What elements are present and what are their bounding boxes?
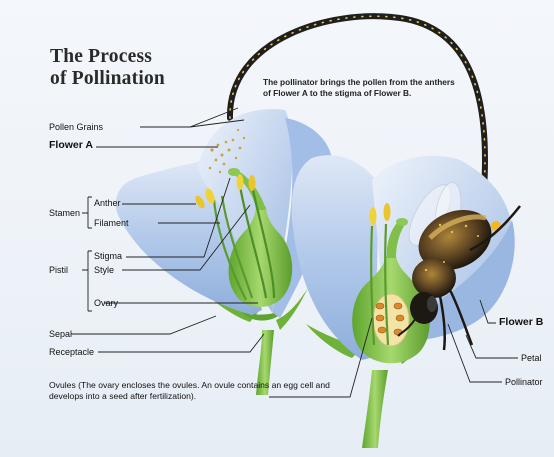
bee-antenna — [397, 317, 417, 337]
flower-a-anther-1 — [205, 188, 215, 204]
flower-a-filament-2 — [220, 195, 254, 299]
flight-path-arc — [226, 13, 488, 193]
bee-leg-1 — [448, 289, 474, 346]
diagram-title: The Process of Pollination — [50, 46, 165, 90]
leader-stamen-bracket — [82, 196, 92, 229]
bee-leg-3 — [469, 205, 521, 252]
label-pollinator: Pollinator — [505, 377, 543, 387]
label-petal: Petal — [521, 353, 542, 363]
flower-a-anther-2 — [195, 195, 205, 209]
flower-b-style — [386, 222, 404, 258]
flower-b-stem — [362, 370, 388, 448]
flower-b-anther-2 — [383, 203, 391, 221]
leader-stigma — [126, 177, 231, 258]
label-pistil: Pistil — [49, 265, 69, 275]
pollen-grains — [208, 128, 246, 174]
label-flower-a: Flower A — [49, 139, 93, 151]
title-line-1: The Process — [50, 46, 153, 67]
leader-flower-b — [479, 299, 496, 324]
label-sepal: Sepal — [49, 329, 73, 339]
flower-a-filament-1 — [212, 199, 247, 301]
label-stigma: Stigma — [94, 251, 123, 261]
bee-thorax — [412, 258, 456, 298]
title-line-2: of Pollination — [50, 68, 165, 89]
leader-petal — [465, 334, 518, 359]
bee-pollen-dust — [424, 223, 479, 272]
bee-pollinator — [397, 181, 521, 351]
flower-a-filament-3 — [238, 185, 268, 299]
flower-b-anther-1 — [369, 207, 377, 225]
flower-b-stigma — [396, 218, 408, 226]
label-anther: Anther — [94, 198, 121, 208]
bee-eye — [427, 296, 437, 312]
leader-ovules — [269, 317, 373, 398]
flower-a-anther-4 — [248, 175, 256, 191]
bee-leg-2 — [438, 295, 447, 351]
bee-abdomen — [418, 209, 492, 271]
flower-a-receptacle — [240, 306, 286, 321]
label-ovary: Ovary — [94, 298, 119, 308]
flower-a-ovary — [228, 206, 293, 307]
label-pollen-grains: Pollen Grains — [49, 122, 104, 132]
flower-a-style — [236, 172, 266, 210]
flower-b-sepal-left — [306, 324, 362, 358]
label-filament: Filament — [94, 218, 129, 228]
flower-a-stem — [256, 330, 274, 395]
flower-b-filament-2 — [384, 223, 390, 346]
flower-b-filament-1 — [370, 225, 376, 346]
label-stamen: Stamen — [49, 208, 81, 218]
flower-a-petal-left — [115, 160, 262, 315]
leader-style — [122, 204, 251, 271]
label-style: Style — [94, 265, 115, 275]
leader-receptacle — [98, 333, 265, 353]
leader-sepal — [71, 315, 217, 335]
flower-a-filament-4 — [250, 185, 276, 299]
label-ovules: Ovules (The ovary encloses the ovules. A… — [49, 380, 330, 401]
flower-a-sepal-right — [276, 288, 308, 330]
label-flower-b: Flower B — [499, 316, 544, 328]
leader-lines — [71, 107, 518, 398]
leader-pistil-bracket — [82, 250, 92, 312]
label-receptacle: Receptacle — [49, 347, 95, 357]
leader-pollinator — [447, 323, 502, 383]
flower-a-anther-3 — [236, 174, 244, 190]
flower-b — [291, 155, 515, 448]
pollination-caption: The pollinator brings the pollen from th… — [263, 77, 455, 98]
bee-stripe — [428, 214, 487, 240]
leader-pollen-grains — [140, 107, 245, 128]
